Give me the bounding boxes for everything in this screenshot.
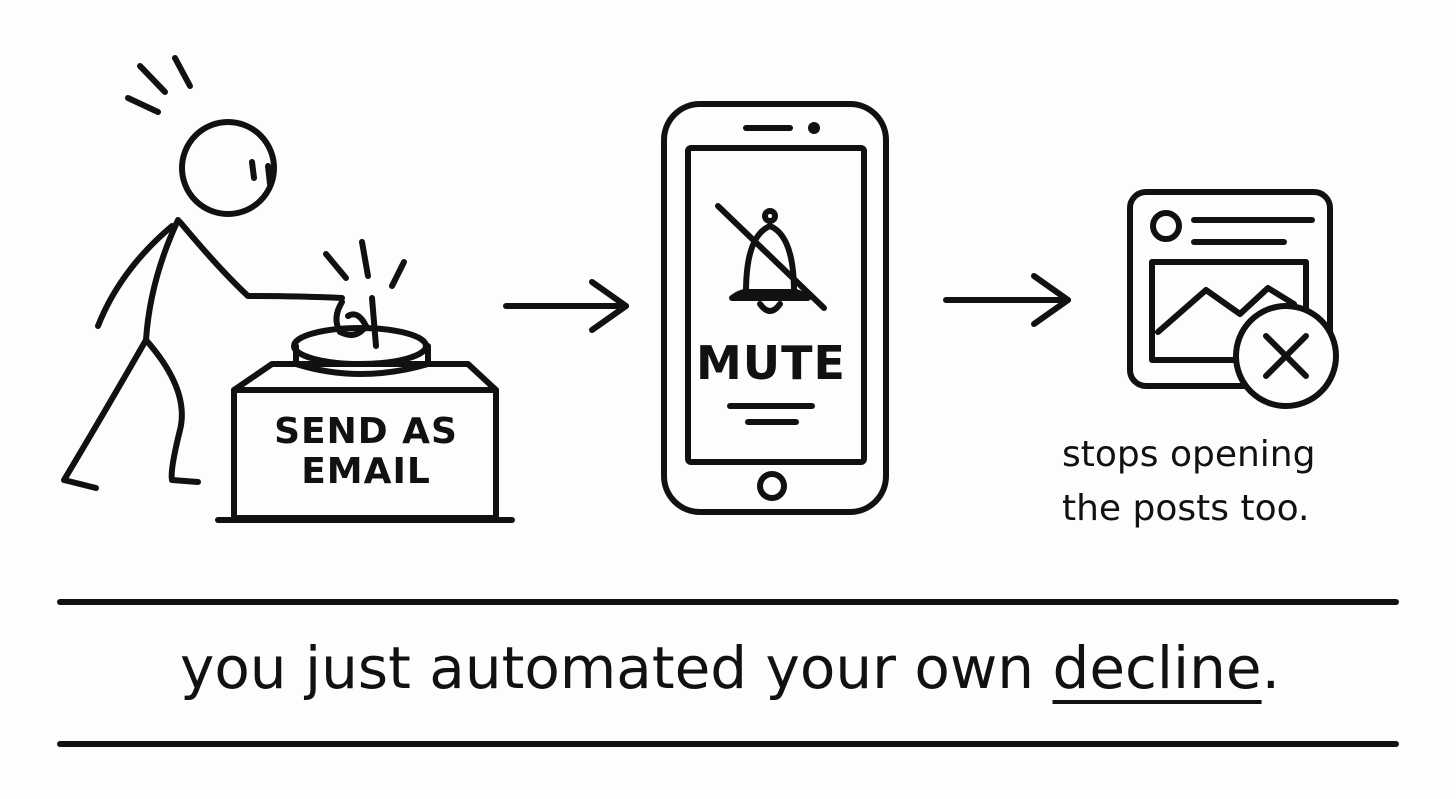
figure-back-arm (95, 223, 175, 329)
post-avatar (1150, 210, 1182, 242)
arrow-right-icon (503, 279, 629, 333)
caption-emphasis: decline (1052, 634, 1262, 702)
phone-body (661, 101, 889, 515)
button-label-line-2: EMAIL (301, 451, 431, 493)
figure-eye-right (265, 163, 273, 187)
arrow-right-icon (943, 273, 1071, 327)
figure-eye-left (249, 159, 257, 181)
phone-home-button (757, 471, 787, 501)
figure-torso (143, 217, 181, 343)
button-base-top (231, 361, 499, 393)
caption-before: you just automated your own (180, 634, 1053, 702)
figure-back-leg (61, 337, 149, 491)
excitement-lines-button (323, 239, 407, 289)
excitement-lines-head (125, 55, 193, 115)
phone-camera (808, 122, 820, 134)
caption: you just automated your own decline. (60, 634, 1400, 702)
figure-head (179, 119, 277, 217)
post-image-mountains (1155, 285, 1297, 335)
caption-after: . (1261, 634, 1280, 702)
post-card (1127, 189, 1339, 409)
mute-label: MUTE (696, 336, 846, 390)
button-label-line-1: SEND AS (274, 411, 458, 452)
stick-figure (61, 55, 345, 491)
phone-screen (685, 145, 867, 465)
figure-front-arm (177, 219, 345, 301)
figure-front-leg (143, 337, 201, 485)
bell-off-icon (715, 203, 827, 314)
post-note-line-1: stops opening (1062, 434, 1316, 475)
phone (661, 101, 889, 515)
send-as-email-label: SEND AS EMAIL (244, 411, 488, 493)
close-icon (1233, 303, 1339, 409)
post-note: stops opening the posts too. (1062, 428, 1315, 536)
big-button (215, 239, 515, 523)
pressing-finger (333, 295, 379, 349)
post-frame (1127, 189, 1333, 389)
post-note-line-2: the posts too. (1062, 488, 1310, 529)
